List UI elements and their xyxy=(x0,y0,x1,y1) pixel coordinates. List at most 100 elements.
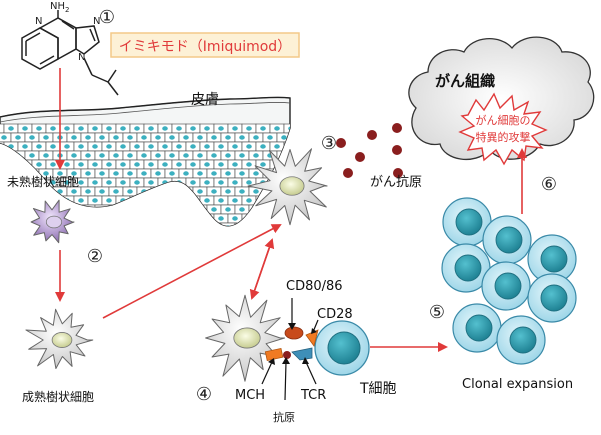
pointer-antigen xyxy=(284,361,287,401)
skin-cell xyxy=(172,232,186,241)
skin-cell-nucleus xyxy=(113,225,119,226)
skin-cell xyxy=(200,232,214,241)
antigen-presenting-dendritic-cell xyxy=(205,294,286,382)
molecule-atom-labels: NH2 N N N xyxy=(35,1,100,63)
skin-cell-nucleus xyxy=(246,216,252,221)
skin-cell-nucleus xyxy=(260,162,266,167)
expanded-t-cell-nucleus xyxy=(494,272,522,300)
skin-cell-nucleus xyxy=(113,153,119,158)
skin-cell-nucleus xyxy=(64,126,70,131)
skin-cell xyxy=(150,204,166,215)
skin-cell-nucleus xyxy=(260,126,266,131)
step-3-marker: ③ xyxy=(321,133,337,154)
skin-cell-nucleus xyxy=(141,225,147,226)
skin-cell xyxy=(116,232,130,241)
skin-cell-nucleus xyxy=(43,171,49,176)
skin-cell-nucleus xyxy=(232,198,238,203)
skin-cell-nucleus xyxy=(113,207,119,212)
skin-cell-nucleus xyxy=(113,171,119,176)
pointer-head xyxy=(282,357,290,364)
skin-cell-nucleus xyxy=(253,189,259,194)
arrow-mature-to-antigen-capture xyxy=(102,224,282,319)
skin-cell-nucleus xyxy=(127,153,133,158)
skin-cell-nucleus xyxy=(22,216,28,221)
skin-cell-nucleus xyxy=(225,189,231,194)
expanded-t-cell-nucleus xyxy=(509,326,537,354)
skin-cell-nucleus xyxy=(218,162,224,167)
molecule-bond xyxy=(25,32,41,42)
skin-cell-nucleus xyxy=(43,135,49,140)
skin-cell-nucleus xyxy=(29,189,35,194)
skin-cell-nucleus xyxy=(176,144,182,149)
skin-tissue xyxy=(0,96,294,241)
skin-cell xyxy=(185,195,201,206)
pointer-head xyxy=(288,323,296,330)
skin-cell-nucleus xyxy=(106,198,112,203)
svg-text:①: ① xyxy=(99,7,115,28)
skin-cell xyxy=(228,232,242,241)
skin-cell xyxy=(17,159,33,170)
skin-cell xyxy=(143,213,159,224)
skin-cell-nucleus xyxy=(141,207,147,212)
skin-cell-nucleus xyxy=(190,216,196,221)
clonal-expansion-label: Clonal expansion xyxy=(462,377,573,392)
skin-cell xyxy=(115,213,131,224)
skin-cell xyxy=(18,232,32,241)
skin-cell-nucleus xyxy=(169,189,175,194)
antigen-dot xyxy=(336,138,346,148)
skin-cell-nucleus xyxy=(211,153,217,158)
skin-cell-nucleus xyxy=(106,234,112,238)
mhc-molecule xyxy=(264,347,284,362)
step-4-marker: ④ xyxy=(196,384,212,405)
skin-cell-nucleus xyxy=(197,225,203,226)
skin-cell-nucleus xyxy=(155,171,161,176)
skin-cell-nucleus xyxy=(29,225,35,226)
skin-cell-nucleus xyxy=(155,135,161,140)
skin-cell xyxy=(143,195,159,206)
skin-cell-nucleus xyxy=(92,234,98,238)
skin-cell-nucleus xyxy=(22,234,28,238)
n-atom-label: N xyxy=(93,16,100,27)
skin-cell-nucleus xyxy=(106,216,112,221)
nh2-label: NH2 xyxy=(50,1,69,14)
skin-cell-nucleus xyxy=(106,126,112,131)
skin-cell-nucleus xyxy=(99,153,105,158)
skin-cell-nucleus xyxy=(78,162,84,167)
skin-cell-nucleus xyxy=(204,144,210,149)
skin-cell-nucleus xyxy=(183,225,189,226)
skin-cell xyxy=(255,213,271,224)
skin-cell-nucleus xyxy=(92,126,98,131)
skin-cell-nucleus xyxy=(50,162,56,167)
step-2-marker: ② xyxy=(87,246,103,267)
mch-label: MCH xyxy=(235,388,265,403)
skin-cell-nucleus xyxy=(1,135,7,140)
skin-cell-nucleus xyxy=(148,180,154,185)
expanded-t-cell-nucleus xyxy=(540,284,568,312)
skin-cell-nucleus xyxy=(288,234,294,238)
mature-dendritic-cell xyxy=(25,308,94,369)
skin-cell xyxy=(171,213,187,224)
skin-cell-nucleus xyxy=(78,144,84,149)
skin-cell xyxy=(129,195,145,206)
antigen-dot xyxy=(392,123,402,133)
specific-attack-line1: がん細胞の xyxy=(476,113,531,127)
molecule-bond xyxy=(61,20,75,30)
pointer-mch xyxy=(261,361,273,385)
skin-cell-nucleus xyxy=(204,126,210,131)
skin-surface-line xyxy=(0,96,291,118)
skin-cell-nucleus xyxy=(162,216,168,221)
skin-cell-nucleus xyxy=(155,189,161,194)
drug-name-text: イミキモド（Imiquimod） xyxy=(119,39,291,55)
skin-cell-nucleus xyxy=(253,207,259,212)
skin-cell-nucleus xyxy=(197,189,203,194)
skin-cell-nucleus xyxy=(99,189,105,194)
skin-cell xyxy=(242,232,256,241)
skin-cell-nucleus xyxy=(120,144,126,149)
tcr-molecule xyxy=(291,347,313,361)
skin-cell xyxy=(129,213,145,224)
cloud-shape xyxy=(408,36,595,160)
skin-cell-nucleus xyxy=(85,153,91,158)
skin-cell xyxy=(276,222,290,226)
cd80-86-molecule xyxy=(284,326,304,340)
